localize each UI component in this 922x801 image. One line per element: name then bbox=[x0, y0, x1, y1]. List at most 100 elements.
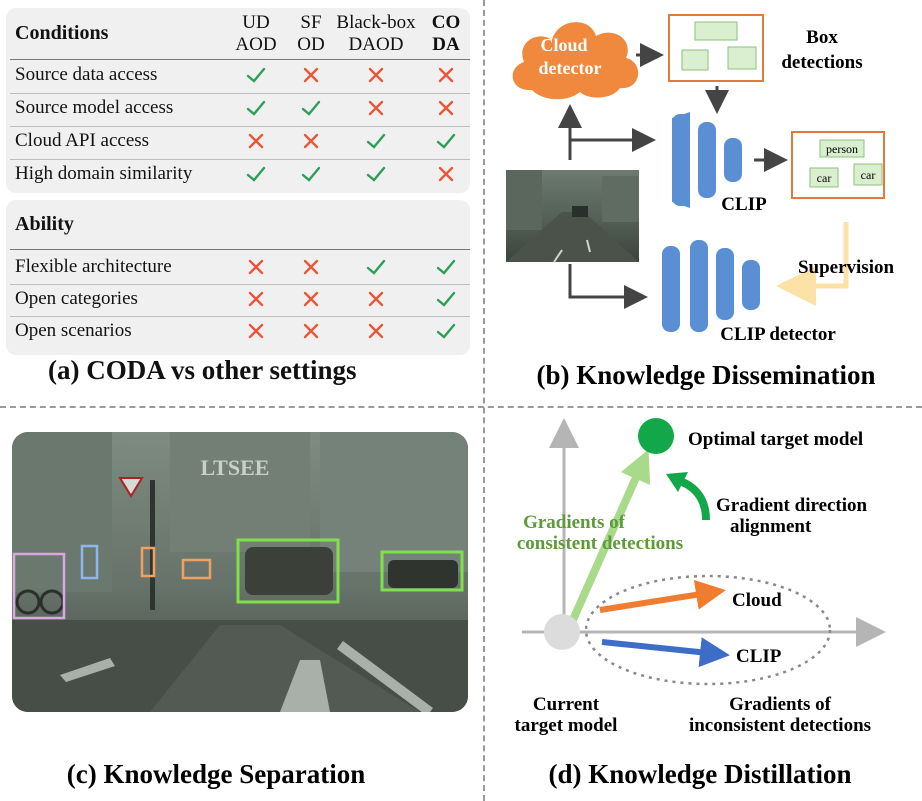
detection-box-bicycle bbox=[12, 552, 66, 620]
cross-icon bbox=[364, 63, 388, 87]
inconsistent-label-1: Gradients of bbox=[729, 694, 832, 715]
check-icon bbox=[244, 63, 268, 87]
clip-gradient-arrow bbox=[601, 637, 730, 668]
row-label: Open categories bbox=[15, 288, 138, 309]
cross-icon bbox=[364, 319, 388, 343]
consistent-label-1: Gradients of bbox=[523, 512, 626, 533]
detection-box-object bbox=[181, 558, 212, 580]
box-detections-label-1: Box bbox=[806, 27, 838, 48]
inconsistent-region bbox=[584, 574, 832, 686]
cross-icon bbox=[299, 129, 323, 153]
cloud-label-2: detector bbox=[539, 58, 602, 78]
cross-icon bbox=[364, 96, 388, 120]
ability-divider bbox=[10, 249, 470, 250]
check-icon bbox=[244, 96, 268, 120]
arrow-scene-to-clip-detector bbox=[568, 264, 648, 309]
cross-icon bbox=[299, 319, 323, 343]
detection-box-person-1 bbox=[80, 544, 99, 580]
row-label: Source model access bbox=[15, 97, 174, 118]
ability-title: Ability bbox=[15, 213, 74, 235]
vertical-divider bbox=[483, 0, 485, 801]
cloud-detector-icon: Cloud detector bbox=[512, 22, 639, 100]
cross-icon bbox=[364, 287, 388, 311]
cross-icon bbox=[299, 63, 323, 87]
cross-icon bbox=[244, 287, 268, 311]
check-icon bbox=[364, 162, 388, 186]
consistent-label-2: consistent detections bbox=[517, 533, 683, 554]
check-icon bbox=[434, 287, 458, 311]
cross-icon bbox=[434, 63, 458, 87]
check-icon bbox=[434, 129, 458, 153]
row-label: Flexible architecture bbox=[15, 256, 172, 277]
row-label: Cloud API access bbox=[15, 130, 150, 151]
box-detections-label-2: detections bbox=[781, 52, 862, 73]
cross-icon bbox=[244, 255, 268, 279]
building-sign: LTSEE bbox=[201, 455, 270, 480]
clip-detector-label: CLIP detector bbox=[720, 324, 836, 345]
gradient-alignment-arrowhead bbox=[666, 472, 688, 492]
cross-icon bbox=[434, 96, 458, 120]
check-icon bbox=[244, 162, 268, 186]
cross-icon bbox=[434, 162, 458, 186]
caption-c: (c) Knowledge Separation bbox=[67, 759, 365, 789]
check-icon bbox=[299, 162, 323, 186]
clip-gradient-label: CLIP bbox=[736, 646, 782, 667]
current-label-1: Current bbox=[533, 694, 600, 715]
tag-car-1: car bbox=[817, 171, 832, 185]
check-icon bbox=[434, 255, 458, 279]
cloud-label-1: Cloud bbox=[540, 35, 587, 55]
clip-label: CLIP bbox=[721, 194, 767, 215]
row-divider bbox=[10, 316, 470, 317]
ability-table-background bbox=[6, 200, 470, 355]
gradient-direction-label-2: alignment bbox=[730, 516, 812, 537]
tag-car-2: car bbox=[861, 168, 876, 182]
knowledge-distillation-diagram: Optimal target model Gradient direction … bbox=[515, 418, 886, 789]
supervision-arrow bbox=[776, 222, 849, 306]
detection-box-car-1 bbox=[236, 538, 340, 604]
row-label: High domain similarity bbox=[15, 163, 193, 184]
current-label-2: target model bbox=[515, 715, 618, 736]
consistent-gradient-arrow bbox=[568, 449, 651, 624]
row-divider bbox=[10, 159, 470, 160]
cross-icon bbox=[244, 319, 268, 343]
caption-a: (a) CODA vs other settings bbox=[48, 355, 357, 385]
street-photo: LTSEE bbox=[12, 432, 468, 712]
conditions-table-background bbox=[6, 8, 470, 193]
detection-box-person-2 bbox=[140, 546, 156, 578]
row-divider bbox=[10, 284, 470, 285]
check-icon bbox=[434, 319, 458, 343]
clip-model-icon bbox=[672, 112, 742, 208]
tag-person: person bbox=[826, 142, 858, 156]
row-divider bbox=[10, 93, 470, 94]
box-detections-panel bbox=[668, 14, 764, 82]
conditions-title: Conditions bbox=[15, 22, 109, 44]
classified-detections-panel: person car car bbox=[791, 131, 885, 199]
row-divider bbox=[10, 126, 470, 127]
horizontal-divider bbox=[0, 406, 922, 408]
supervision-label: Supervision bbox=[798, 257, 895, 278]
optimal-target-marker bbox=[638, 418, 674, 454]
cloud-gradient-label: Cloud bbox=[732, 590, 782, 611]
cloud-gradient-arrow bbox=[599, 579, 726, 613]
detection-box-car-2 bbox=[380, 550, 464, 592]
caption-d: (d) Knowledge Distillation bbox=[548, 759, 851, 789]
knowledge-dissemination-diagram: Cloud detector Box detections bbox=[506, 14, 895, 390]
check-icon bbox=[299, 96, 323, 120]
scene-thumbnail bbox=[506, 170, 639, 263]
inconsistent-label-2: inconsistent detections bbox=[689, 715, 871, 736]
clip-detector-icon bbox=[662, 240, 760, 332]
cross-icon bbox=[244, 129, 268, 153]
cross-icon bbox=[299, 255, 323, 279]
cross-icon bbox=[299, 287, 323, 311]
current-target-marker bbox=[544, 614, 580, 650]
row-label: Source data access bbox=[15, 64, 158, 85]
header-divider bbox=[10, 59, 470, 60]
check-icon bbox=[364, 129, 388, 153]
row-label: Open scenarios bbox=[15, 320, 132, 341]
knowledge-separation-scene: LTSEE (c) Knowledge Separation bbox=[12, 432, 468, 789]
check-icon bbox=[364, 255, 388, 279]
